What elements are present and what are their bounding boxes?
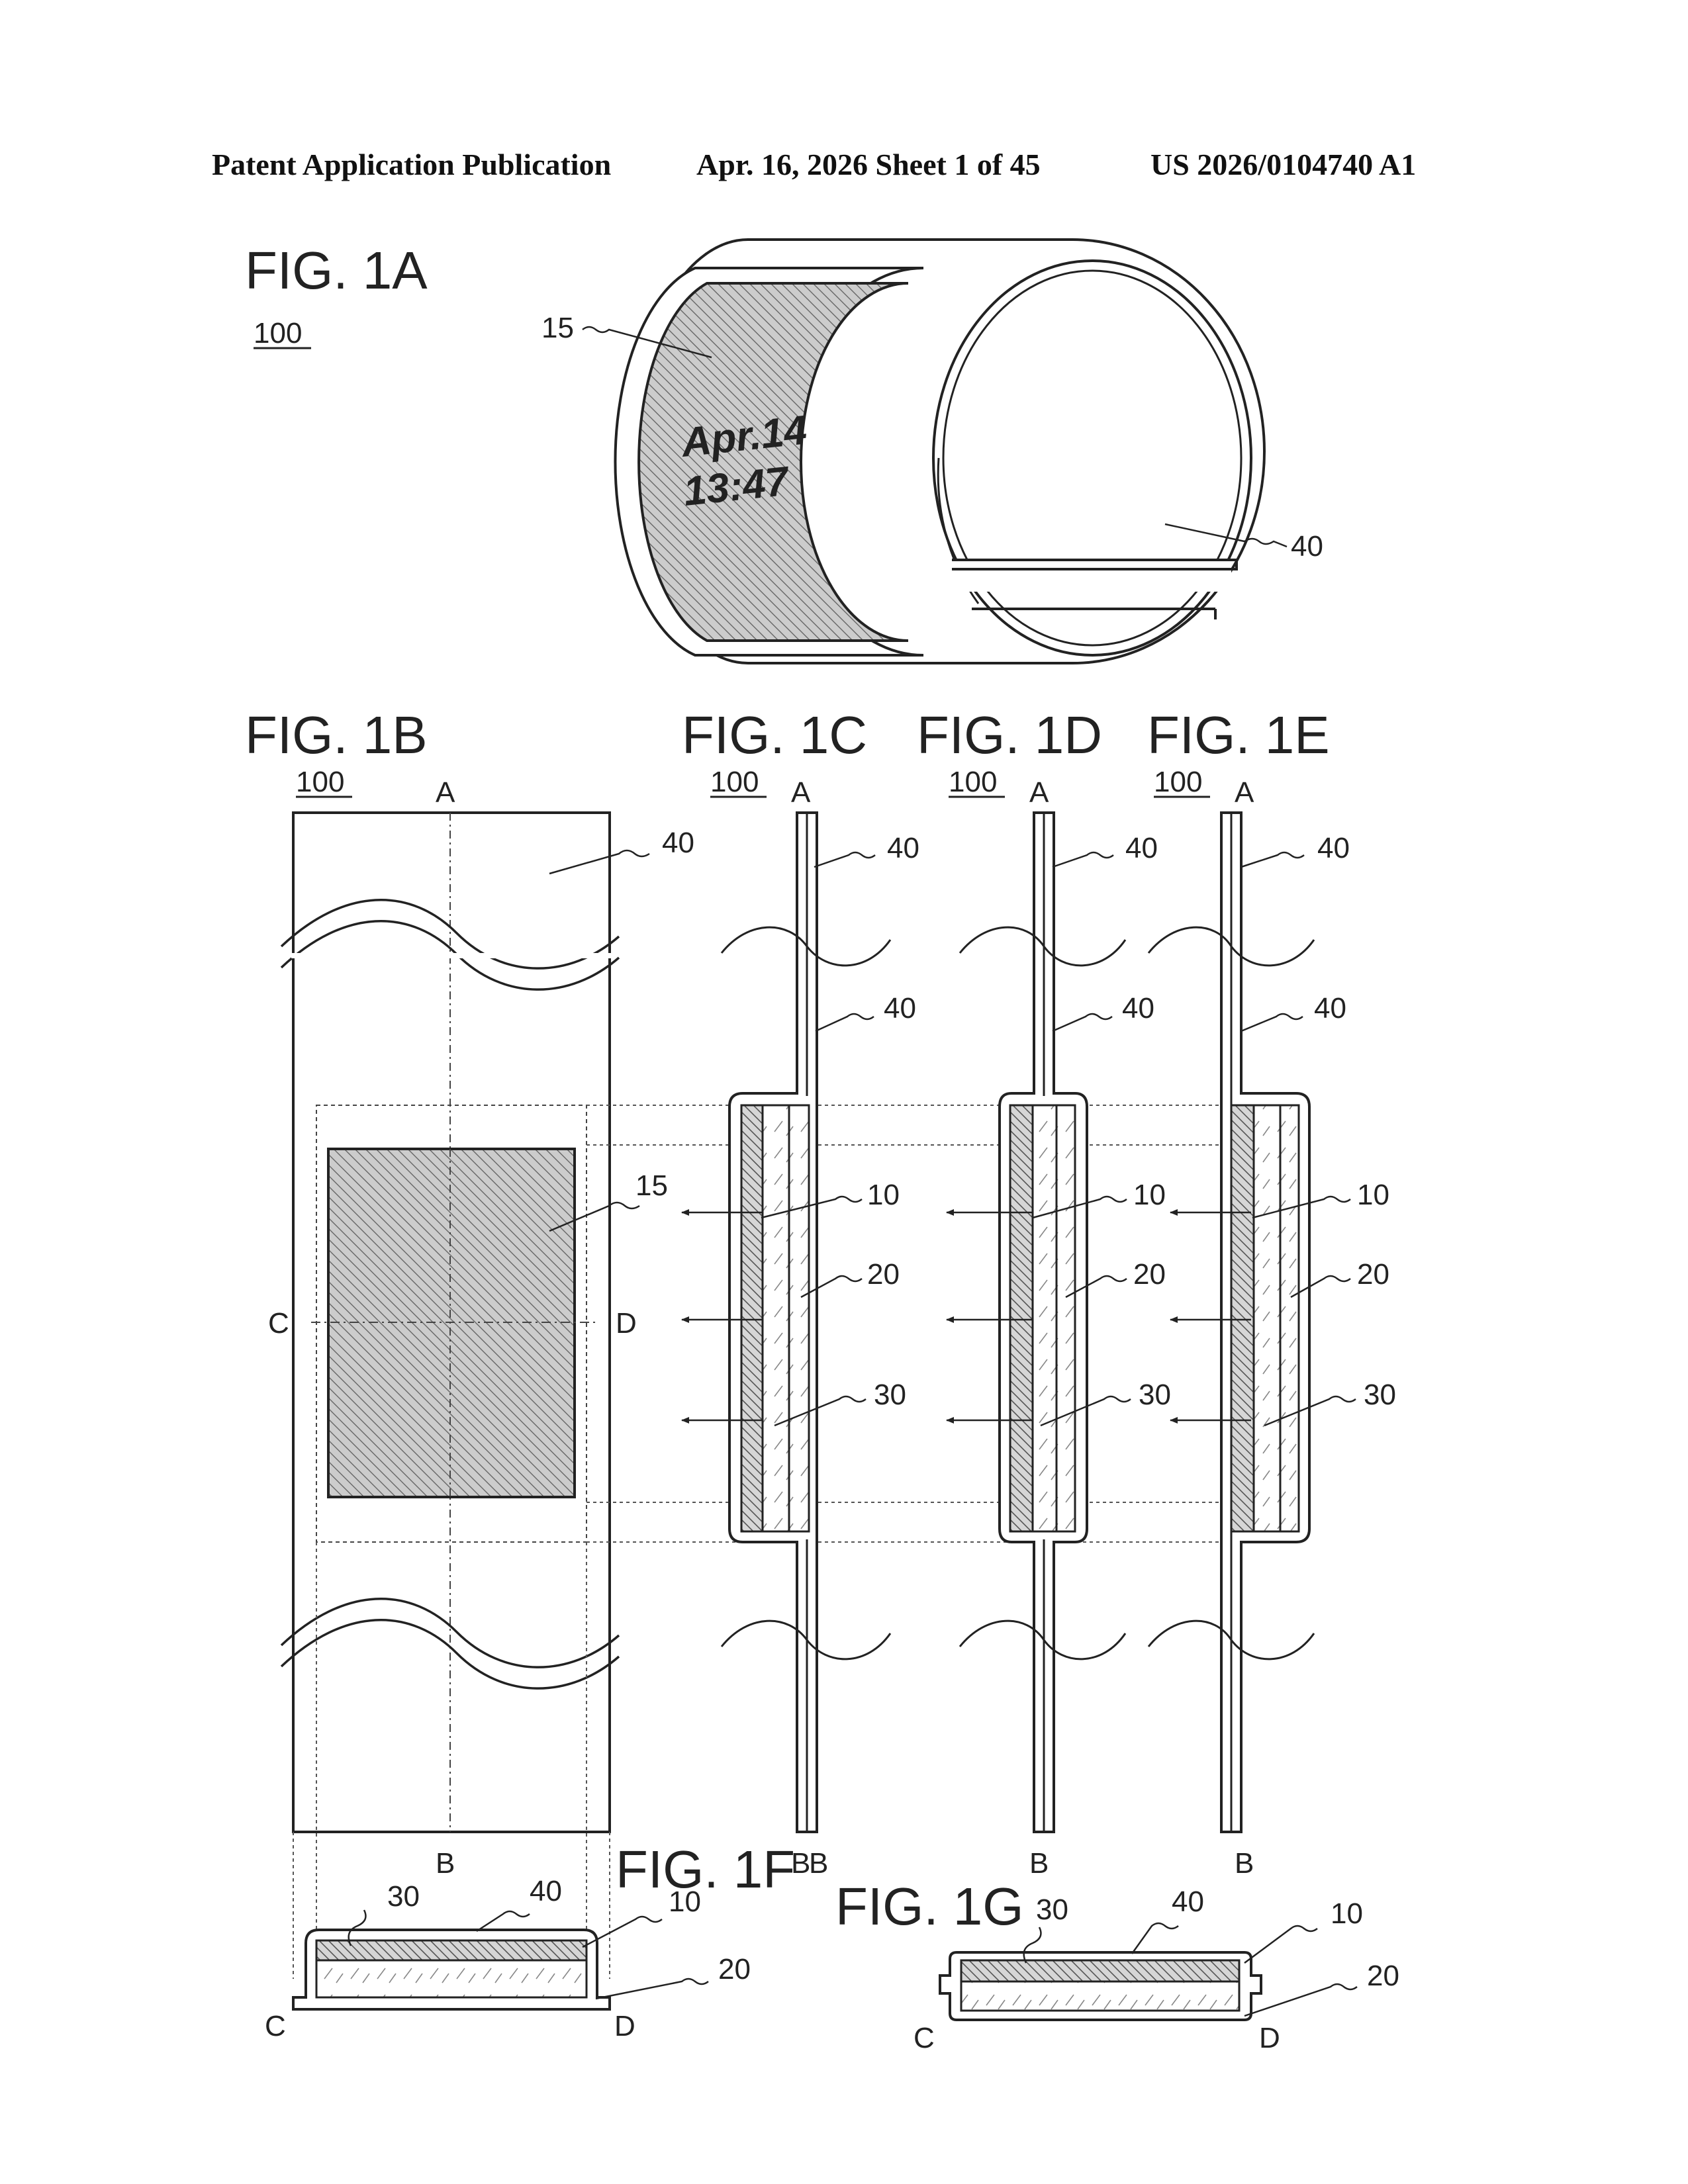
fig-1g-ref-30: 30 bbox=[1036, 1893, 1068, 1926]
fig-1d-letter-b: B bbox=[1029, 1847, 1049, 1880]
fig-1g-letter-c: C bbox=[914, 2022, 935, 2054]
fig-1c: FIG. 1C 100 A 40 40 10 20 30 B bbox=[682, 705, 919, 1880]
fig-1f-ref-40: 40 bbox=[530, 1875, 562, 1907]
fig-1b-ref-15: 15 bbox=[635, 1169, 668, 1202]
fig-1b-ref-40: 40 bbox=[662, 827, 694, 859]
fig-1d-ref-20: 20 bbox=[1133, 1258, 1166, 1291]
fig-1c-title: FIG. 1C bbox=[682, 705, 867, 764]
fig-1b: FIG. 1B 100 A C D B 40 15 bbox=[245, 705, 694, 1880]
fig-1g-letter-d: D bbox=[1259, 2022, 1280, 2054]
fig-1d-letter-a: A bbox=[1029, 776, 1049, 809]
fig-1f-letter-d: D bbox=[614, 2010, 635, 2042]
fig-1b-letter-c: C bbox=[268, 1307, 289, 1340]
fig-1e-ref-40a: 40 bbox=[1317, 832, 1350, 864]
fig-1d-ref-40b: 40 bbox=[1122, 992, 1154, 1024]
fig-1c-ref-40b: 40 bbox=[884, 992, 916, 1024]
fig-1a-ref-100: 100 bbox=[254, 317, 302, 349]
fig-1a-ref-40: 40 bbox=[1291, 530, 1323, 563]
fig-1a-title: FIG. 1A bbox=[245, 241, 428, 300]
fig-1g-ref-20: 20 bbox=[1367, 1960, 1399, 1992]
fig-1g: FIG. 1G 30 40 10 20 C D bbox=[835, 1877, 1399, 2054]
fig-1e-title: FIG. 1E bbox=[1147, 705, 1330, 764]
fig-1f-title: FIG. 1F bbox=[616, 1840, 795, 1899]
fig-1e-letter-b: B bbox=[1235, 1847, 1254, 1880]
fig-1d-ref-100: 100 bbox=[949, 766, 997, 798]
fig-1b-letter-a: A bbox=[436, 776, 455, 809]
fig-1c-ref-30: 30 bbox=[874, 1379, 906, 1411]
fig-1e-ref-40b: 40 bbox=[1314, 992, 1346, 1024]
fig-1g-ref-40: 40 bbox=[1172, 1886, 1204, 1918]
fig-1e-letter-a: A bbox=[1235, 776, 1254, 809]
fig-1e: FIG. 1E 100 A 40 40 10 20 30 B bbox=[1147, 705, 1396, 1880]
fig-1f-ref-20: 20 bbox=[718, 1953, 751, 1985]
fig-1f-letter-b: B bbox=[809, 1847, 828, 1880]
fig-1d-ref-30: 30 bbox=[1139, 1379, 1171, 1411]
fig-1e-ref-100: 100 bbox=[1154, 766, 1202, 798]
fig-1e-ref-20: 20 bbox=[1357, 1258, 1389, 1291]
fig-1a: FIG. 1A 100 Apr.14 13:47 15 40 bbox=[245, 240, 1323, 663]
fig-1e-ref-10: 10 bbox=[1357, 1179, 1389, 1211]
fig-1d: FIG. 1D 100 A 40 40 10 20 30 B bbox=[917, 705, 1171, 1880]
fig-1d-title: FIG. 1D bbox=[917, 705, 1102, 764]
fig-1b-title: FIG. 1B bbox=[245, 705, 428, 764]
fig-1g-title: FIG. 1G bbox=[835, 1877, 1024, 1936]
fig-1g-ref-10: 10 bbox=[1331, 1897, 1363, 1930]
fig-1d-ref-10: 10 bbox=[1133, 1179, 1166, 1211]
fig-1f-letter-c: C bbox=[265, 2010, 286, 2042]
fig-1c-ref-40a: 40 bbox=[887, 832, 919, 864]
fig-1c-letter-a: A bbox=[791, 776, 811, 809]
fig-1c-ref-100: 100 bbox=[710, 766, 759, 798]
fig-1c-ref-10: 10 bbox=[867, 1179, 900, 1211]
fig-1b-ref-100: 100 bbox=[296, 766, 344, 798]
fig-1a-ref-15: 15 bbox=[541, 312, 574, 344]
fig-1c-ref-20: 20 bbox=[867, 1258, 900, 1291]
fig-1b-letter-d: D bbox=[616, 1307, 637, 1340]
fig-1d-ref-40a: 40 bbox=[1125, 832, 1158, 864]
fig-1b-letter-b: B bbox=[436, 1847, 455, 1880]
fig-1f-ref-30: 30 bbox=[387, 1880, 420, 1913]
fig-1e-ref-30: 30 bbox=[1364, 1379, 1396, 1411]
fig-1f: FIG. 1F B 30 40 10 20 C D bbox=[265, 1840, 828, 2042]
fig-1f-ref-10: 10 bbox=[669, 1886, 701, 1918]
